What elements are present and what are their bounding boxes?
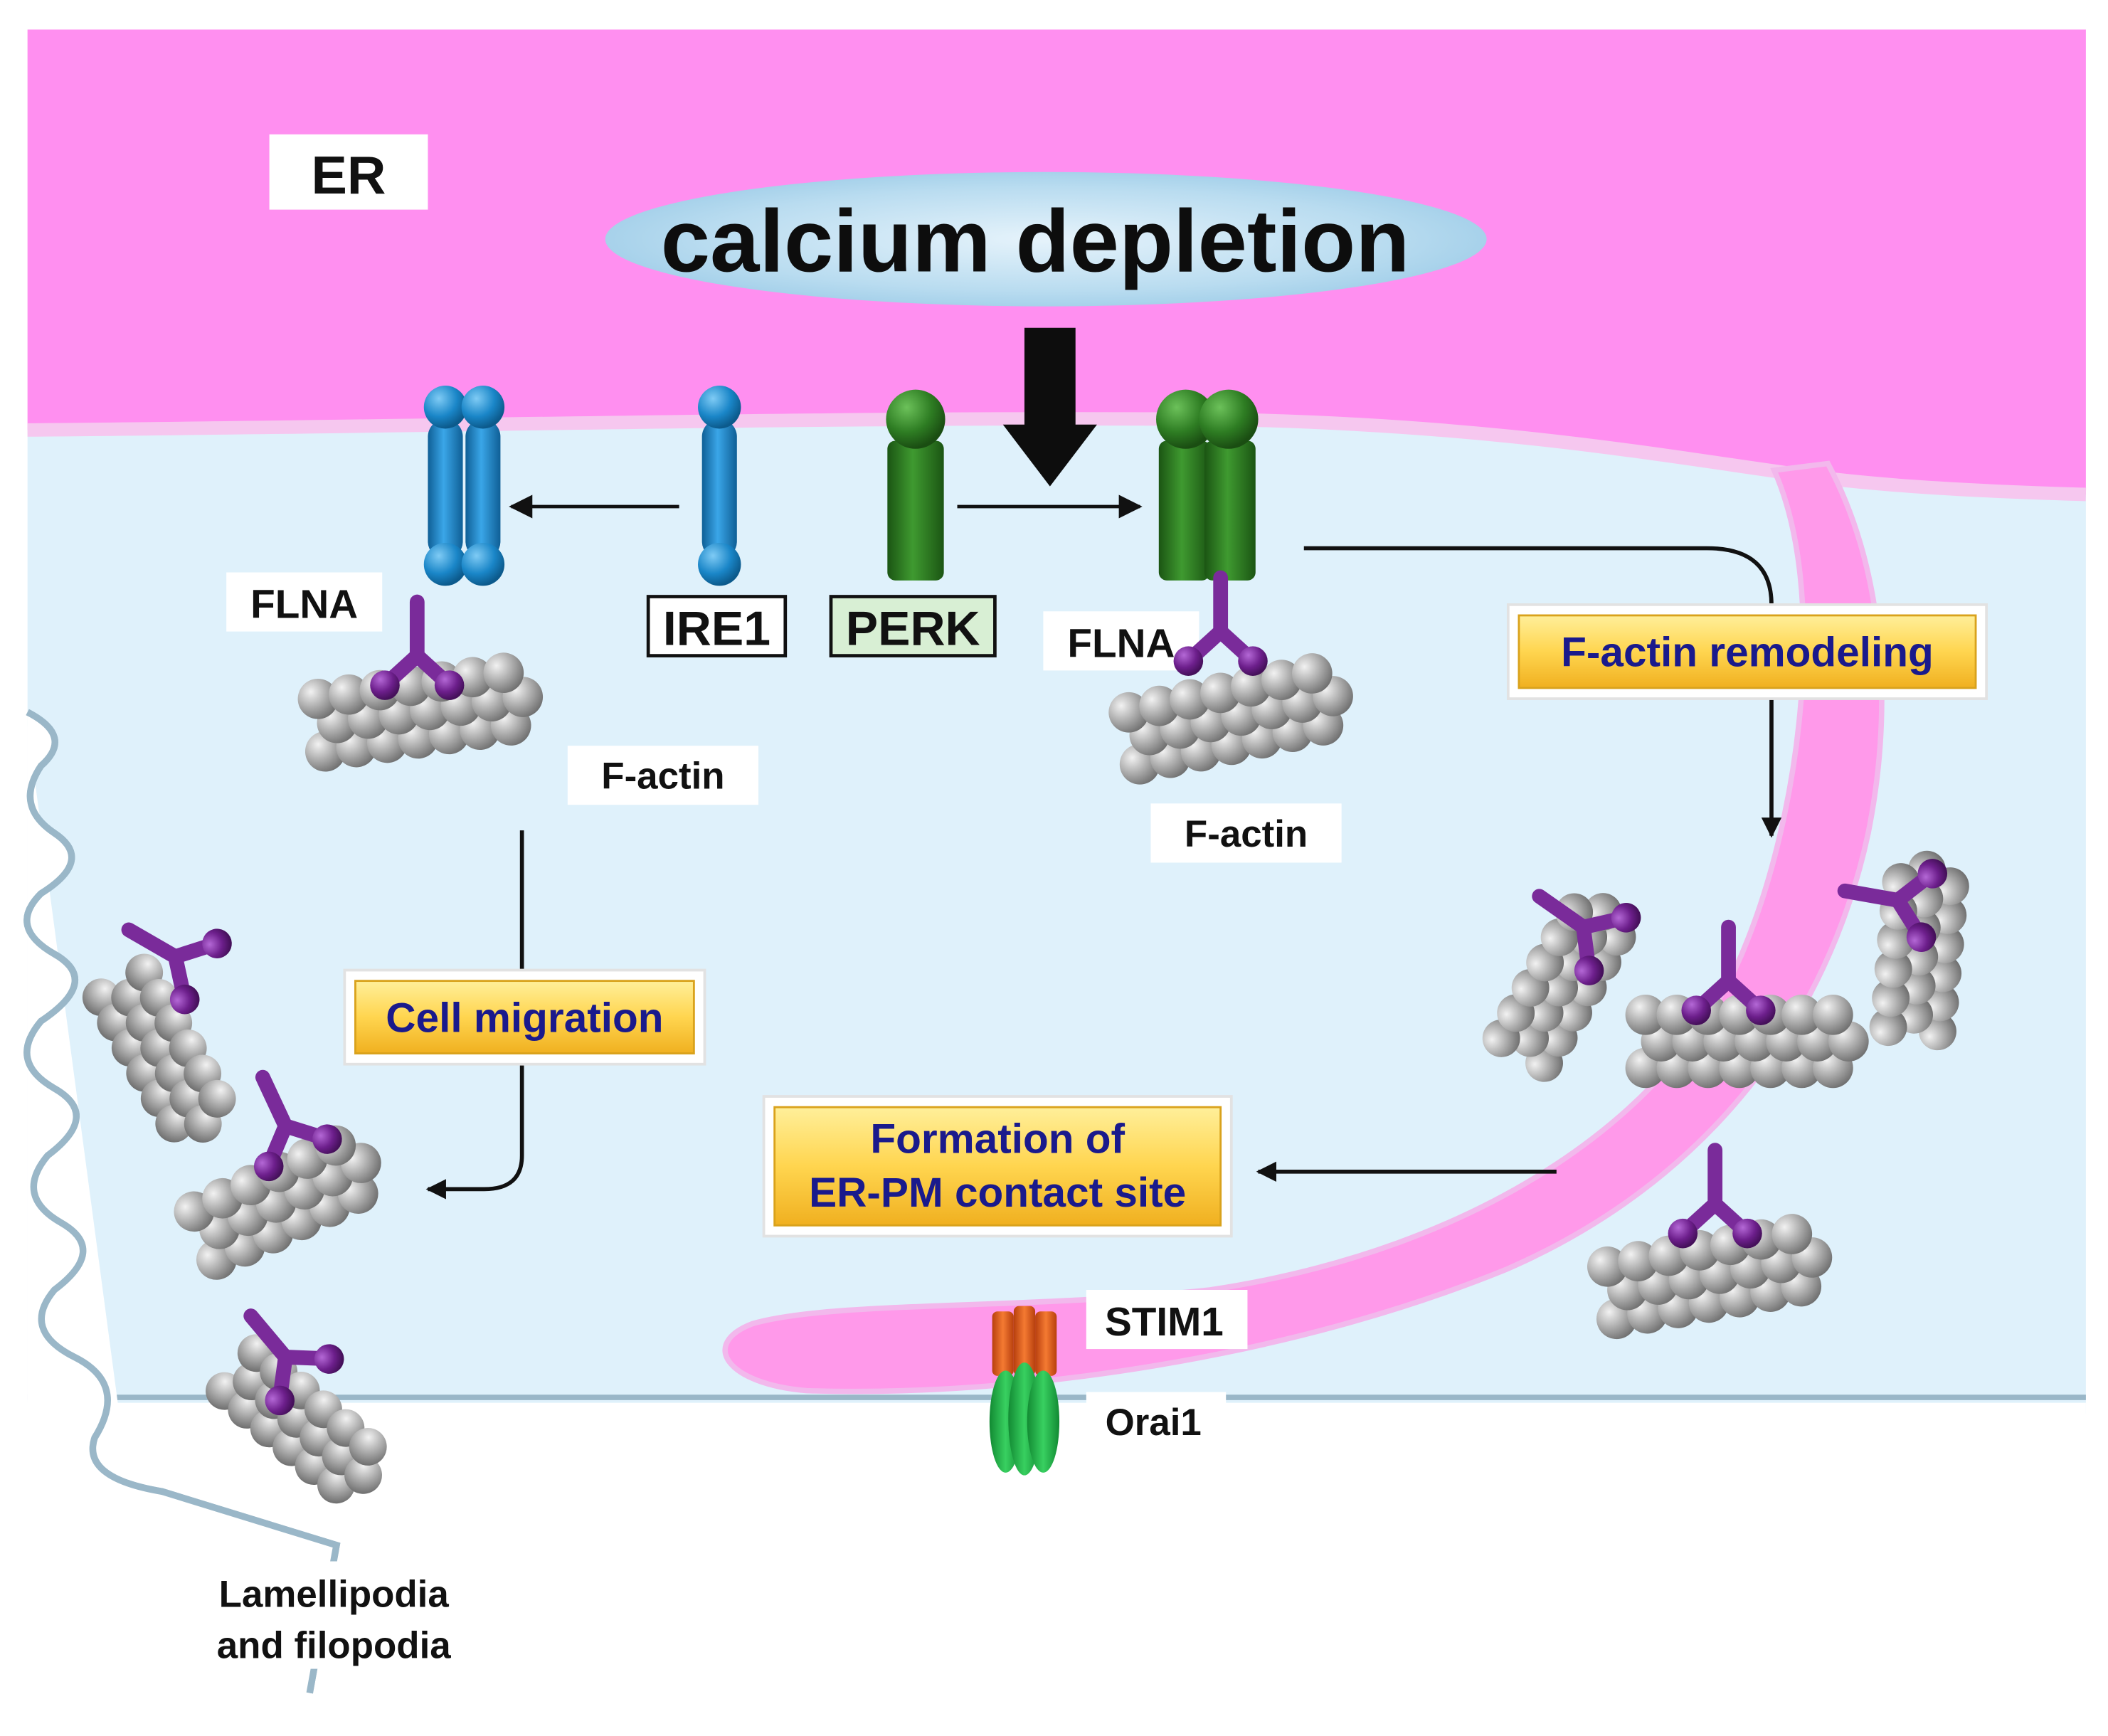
flna-left-label: FLNA [250,583,358,628]
actin-bead [1625,994,1666,1035]
perk-dimer [1156,389,1259,581]
lamellipodia-label-line1: Lamellipodia [219,1574,450,1616]
formation-label-line1: Formation of [870,1116,1125,1162]
orai1-channel [989,1362,1060,1476]
orai1-label: Orai1 [1106,1402,1202,1444]
stim1-label: STIM1 [1105,1300,1224,1345]
actin-bead [1587,1246,1628,1287]
perk-label-box [829,595,997,657]
cell-migration-label: Cell migration [386,995,663,1041]
stim1-channel [992,1306,1057,1376]
ire1-label: IRE1 [663,602,770,656]
flna-right-box [1043,611,1199,671]
er-label-box [269,134,428,210]
right-actin-4 [1587,1214,1833,1340]
perk-label: PERK [846,602,980,656]
actin-bead [297,678,339,719]
left-actin-complex [297,602,544,772]
actin-bead [1874,950,1912,988]
actin-bead [1872,979,1910,1017]
actin-bead [1139,685,1180,726]
calcium-depletion-label: calcium depletion [661,191,1410,290]
perk-monomer [886,389,946,581]
lamellipodia-label-line2: and filopodia [217,1624,451,1666]
f-actin-remodeling-label: F-actin remodeling [1561,630,1934,676]
down-arrow-icon [1002,327,1097,487]
arrow-to-lamellipodia [425,830,524,1200]
f-actin-left-box [567,746,759,805]
ire1-monomer [698,386,741,586]
er-label: ER [312,146,386,206]
ire1-dimer [423,386,505,586]
lamellipodia-box [189,1561,477,1669]
f-actin-right-label: F-actin [1185,813,1308,855]
actin-bead [1108,692,1149,733]
actin-bead [1170,679,1210,720]
actin-bead [1813,994,1853,1035]
actin-bead [1771,1214,1813,1254]
actin-bead [1291,653,1333,694]
actin-bead [329,674,369,715]
calcium-depletion-ellipse [605,171,1487,307]
actin-bead [1869,1008,1907,1047]
actin-bead [1231,666,1271,707]
actin-bead [198,1079,236,1118]
ire1-label-box [646,595,788,657]
actin-bead [1618,1241,1658,1281]
flna-left-box [226,572,383,632]
arrow-perk-to-remodeling [1303,546,1782,838]
actin-bead [344,1456,382,1494]
formation-label-line2: ER-PM contact site [809,1170,1186,1216]
actin-bead [1261,660,1302,700]
actin-bead [483,652,524,693]
orai1-box [1086,1392,1227,1449]
stim1-box [1086,1290,1248,1350]
f-actin-right-box [1150,803,1342,863]
flna-right-label: FLNA [1067,621,1175,666]
actin-bead [1781,994,1822,1035]
right-actin-complex [1108,578,1353,785]
lamellipodia-actin-2 [174,1125,381,1280]
f-actin-left-label: F-actin [601,756,724,798]
actin-bead [1200,672,1241,714]
actin-bead [349,1428,387,1466]
actin-bead [1877,921,1915,959]
